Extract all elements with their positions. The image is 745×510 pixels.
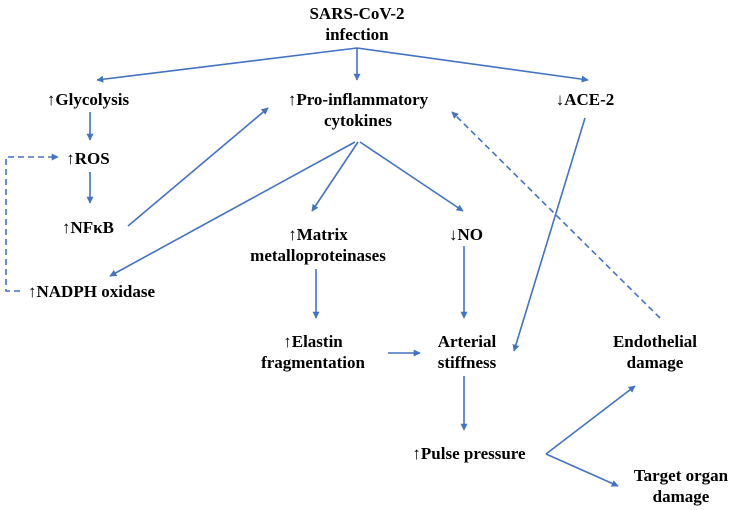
node-elastin-line1: ↑Elastin [283, 332, 343, 351]
node-endothelial-damage: Endothelial damage [613, 331, 697, 373]
node-sars-line2: infection [325, 25, 389, 44]
node-matrix-metalloproteinases: ↑Matrix metalloproteinases [250, 224, 386, 266]
node-stiffness-line2: stiffness [437, 353, 497, 372]
arrow-cytokines-to-no [359, 141, 464, 212]
node-mmp-line2: metalloproteinases [250, 246, 386, 265]
arrow-cytokines-to-mmp [311, 141, 359, 212]
node-no: ↓NO [449, 225, 483, 244]
arrow-nfkb-to-cytokines [127, 107, 269, 227]
node-glycolysis: ↑Glycolysis [46, 90, 130, 109]
node-ros: ↑ROS [66, 149, 110, 168]
node-sars-cov-2-infection: SARS-CoV-2 infection [309, 3, 404, 45]
arrow-ace2-to-stiffness [512, 117, 586, 352]
arrow-cytokines-to-nadph [109, 141, 356, 277]
node-cytokines-line1: ↑Pro-inflammatory [287, 90, 429, 109]
node-ace2: ↓ACE-2 [555, 90, 615, 109]
dashed-arrow-nadph-to-ros [5, 153, 59, 292]
node-elastin-fragmentation: ↑Elastin fragmentation [261, 331, 365, 373]
arrow-sars-to-glycolysis [96, 47, 358, 83]
node-elastin-line2: fragmentation [261, 353, 365, 372]
node-sars-line1: SARS-CoV-2 [309, 4, 405, 23]
node-target-line1: Target organ [633, 466, 729, 485]
node-arterial-stiffness: Arterial stiffness [438, 331, 497, 373]
node-pulse-pressure: ↑Pulse pressure [412, 444, 526, 463]
node-pro-inflammatory-cytokines: ↑Pro-inflammatory cytokines [288, 89, 428, 131]
node-target-line2: damage [652, 487, 710, 506]
node-endothelial-line2: damage [626, 353, 684, 372]
node-stiffness-line1: Arterial [437, 332, 497, 351]
dashed-arrow-endothelial-to-cytokines [451, 111, 661, 319]
node-target-organ-damage: Target organ damage [634, 465, 728, 507]
node-mmp-line1: ↑Matrix [288, 225, 348, 244]
arrow-pulse-to-target [545, 453, 619, 487]
node-cytokines-line2: cytokines [324, 111, 392, 130]
arrow-pulse-to-endothelial [545, 385, 636, 455]
node-nfkb: ↑NFκB [62, 218, 114, 237]
arrow-sars-to-ace2 [356, 47, 589, 83]
node-nadph-oxidase: ↑NADPH oxidase [28, 282, 156, 301]
node-endothelial-line1: Endothelial [612, 332, 698, 351]
